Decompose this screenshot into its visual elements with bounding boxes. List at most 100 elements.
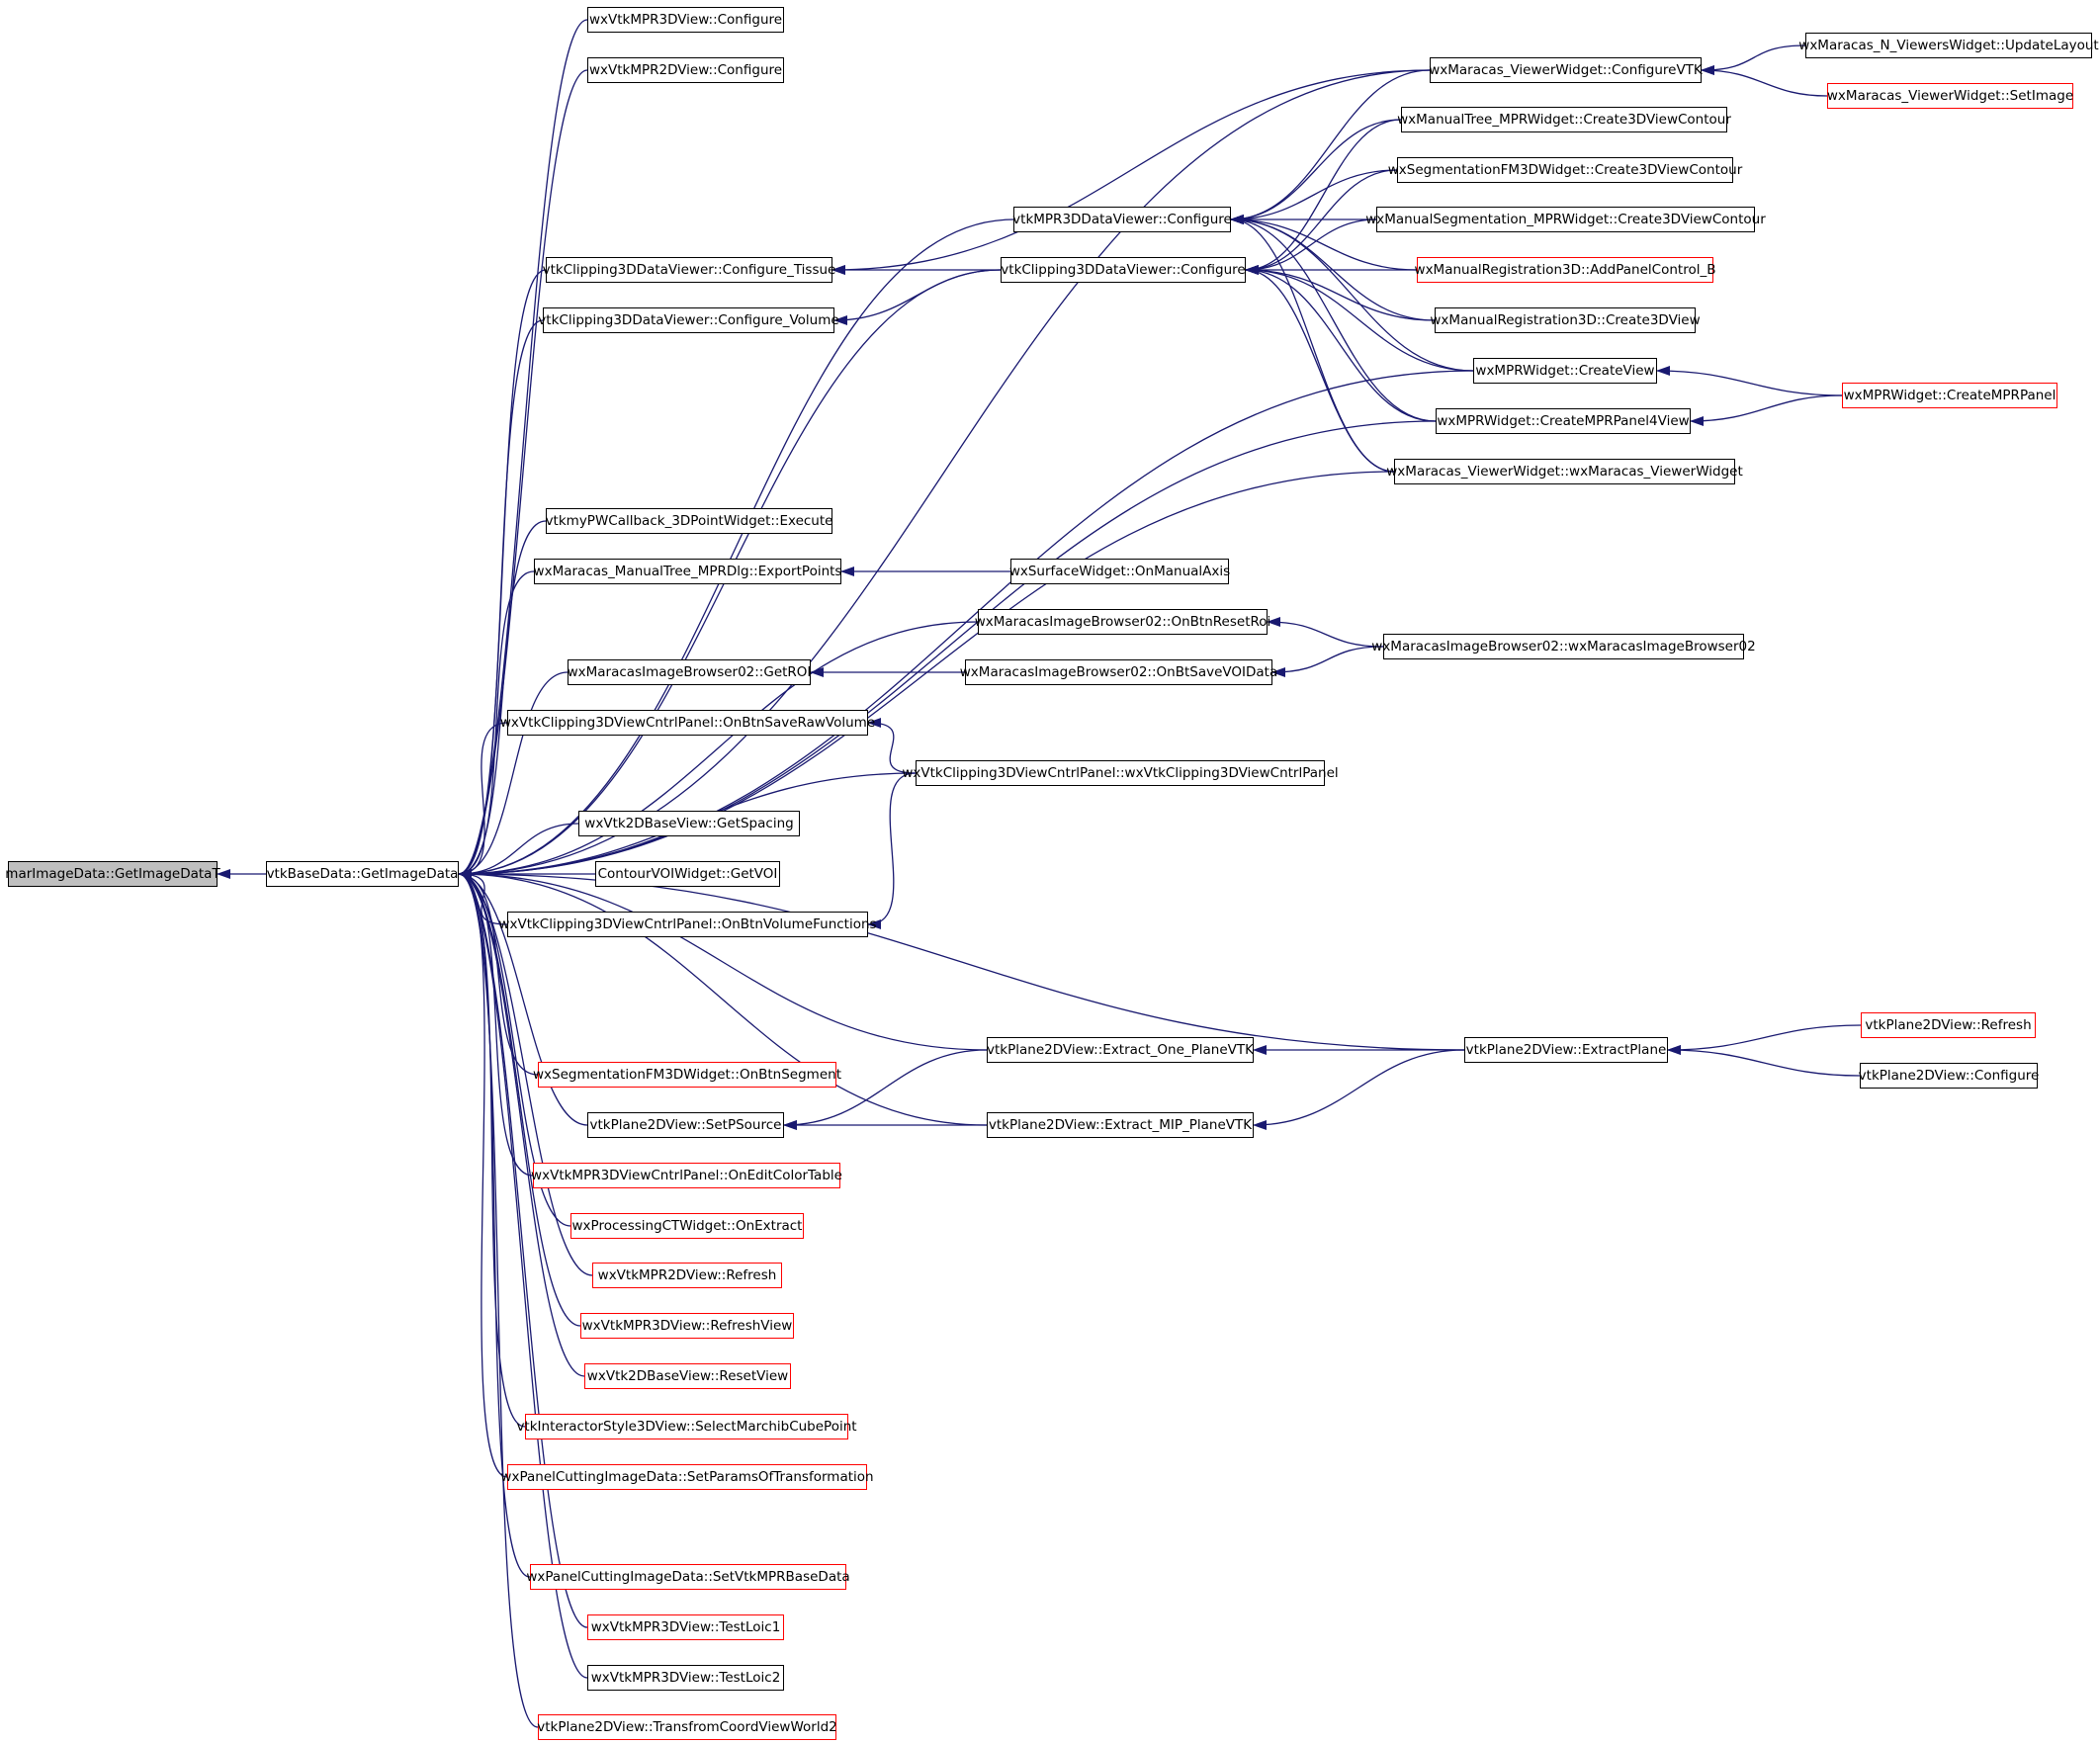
node-label: vtkMPR3DDataViewer::Configure	[1012, 212, 1232, 227]
node-volFuncs[interactable]: wxVtkClipping3DViewCntrlPanel::OnBtnVolu…	[498, 912, 877, 937]
edge-cfgVTK-to-clipTissue	[831, 69, 1431, 275]
node-transfCoord[interactable]: vtkPlane2DView::TransfromCoordViewWorld2	[537, 1714, 837, 1740]
node-viewerCtor[interactable]: wxMaracas_ViewerWidget::wxMaracas_Viewer…	[1386, 459, 1743, 484]
edge-mpr3ddvcfg-to-base	[458, 218, 1014, 879]
node-label: wxManualTree_MPRWidget::Create3DViewCont…	[1397, 112, 1731, 128]
edge-setPSource-to-base	[458, 869, 588, 1126]
node-mpr3dRefresh[interactable]: wxVtkMPR3DView::RefreshView	[580, 1313, 794, 1339]
node-getVOI[interactable]: ContourVOIWidget::GetVOI	[595, 861, 780, 887]
node-label: vtkClipping3DDataViewer::Configure_Tissu…	[542, 262, 836, 278]
node-label: wxMaracas_ViewerWidget::ConfigureVTK	[1429, 62, 1703, 78]
edge-browserCtor-to-onResetRoi	[1267, 617, 1384, 648]
edge-clipPanelCtor-to-volFuncs	[867, 772, 917, 929]
node-onManualAxis[interactable]: wxSurfaceWidget::OnManualAxis	[1009, 559, 1230, 584]
node-setPSource[interactable]: vtkPlane2DView::SetPSource	[587, 1112, 784, 1138]
node-label: wxVtkClipping3DViewCntrlPanel::wxVtkClip…	[902, 765, 1339, 781]
edge-clipVolume-to-base	[458, 319, 544, 879]
node-mprCreateView[interactable]: wxMPRWidget::CreateView	[1473, 358, 1657, 384]
edge-mprPanel-to-mprPanel4	[1690, 394, 1843, 426]
node-planeRefresh[interactable]: vtkPlane2DView::Refresh	[1861, 1012, 2036, 1038]
node-label: wxMaracas_ManualTree_MPRDlg::ExportPoint…	[533, 564, 842, 579]
edge-reg3DView-to-clipCfg	[1245, 265, 1436, 321]
edge-manSegContour-to-clipCfg	[1245, 218, 1377, 275]
edge-browserCtor-to-onSaveVOI	[1271, 646, 1384, 677]
node-extractPlane[interactable]: vtkPlane2DView::ExtractPlane	[1464, 1037, 1668, 1063]
edge-cfgVTK-to-mpr3ddvcfg	[1230, 69, 1431, 224]
edge-mprPanel4-to-base	[458, 420, 1437, 879]
node-onSaveVOI[interactable]: wxMaracasImageBrowser02::OnBtSaveVOIData	[960, 659, 1277, 685]
node-mprPanel[interactable]: wxMPRWidget::CreateMPRPanel	[1842, 383, 2057, 408]
node-extractOne[interactable]: vtkPlane2DView::Extract_One_PlaneVTK	[987, 1037, 1254, 1063]
node-mpr2dRefresh[interactable]: wxVtkMPR2DView::Refresh	[592, 1263, 782, 1288]
edge-onResetRoi-to-base	[458, 621, 979, 879]
edge-getSpacing-to-base	[458, 823, 579, 879]
edge-transfCoord-to-base	[458, 869, 539, 1728]
node-manSegContour[interactable]: wxManualSegmentation_MPRWidget::Create3D…	[1365, 207, 1766, 232]
node-mpr3dcfg[interactable]: wxVtkMPR3DView::Configure	[587, 7, 784, 33]
node-root[interactable]: marImageData::GetImageDataT	[5, 861, 220, 887]
node-fmSegment[interactable]: wxSegmentationFM3DWidget::OnBtnSegment	[533, 1062, 841, 1088]
node-label: wxVtkClipping3DViewCntrlPanel::OnBtnSave…	[499, 715, 876, 731]
edge-planeRefresh-to-extractPlane	[1667, 1024, 1862, 1055]
node-resetView[interactable]: wxVtk2DBaseView::ResetView	[584, 1363, 791, 1389]
edge-mpr3dcfg-to-base	[458, 19, 588, 879]
node-clipTissue[interactable]: vtkClipping3DDataViewer::Configure_Tissu…	[543, 257, 835, 283]
node-label: wxVtkClipping3DViewCntrlPanel::OnBtnVolu…	[498, 916, 877, 932]
edge-mprPanel4-to-clipCfg	[1245, 265, 1437, 422]
edge-mprPanel4-to-mpr3ddvcfg	[1230, 215, 1437, 422]
node-setImage[interactable]: wxMaracas_ViewerWidget::SetImage	[1827, 83, 2073, 109]
node-label: wxVtkMPR3DView::RefreshView	[581, 1318, 793, 1334]
node-label: wxPanelCuttingImageData::SetParamsOfTran…	[500, 1469, 874, 1485]
node-label: wxMaracas_ViewerWidget::SetImage	[1826, 88, 2074, 104]
node-label: wxMPRWidget::CreateMPRPanel	[1843, 388, 2056, 403]
node-fmContour[interactable]: wxSegmentationFM3DWidget::Create3DViewCo…	[1388, 157, 1742, 183]
node-onExtract[interactable]: wxProcessingCTWidget::OnExtract	[570, 1213, 804, 1239]
node-mpr3ddvcfg[interactable]: vtkMPR3DDataViewer::Configure	[1012, 207, 1232, 232]
node-planeCfg[interactable]: vtkPlane2DView::Configure	[1859, 1063, 2039, 1089]
edge-extractOne-to-base	[458, 869, 988, 1051]
node-clipVolume[interactable]: vtkClipping3DDataViewer::Configure_Volum…	[538, 307, 839, 333]
node-onResetRoi[interactable]: wxMaracasImageBrowser02::OnBtnResetRoi	[975, 609, 1270, 635]
node-label: wxProcessingCTWidget::OnExtract	[571, 1218, 803, 1234]
node-label: wxPanelCuttingImageData::SetVtkMPRBaseDa…	[526, 1569, 850, 1585]
node-mprPanel4[interactable]: wxMPRWidget::CreateMPRPanel4View	[1436, 408, 1691, 434]
node-label: wxMPRWidget::CreateView	[1475, 363, 1655, 379]
node-browserCtor[interactable]: wxMaracasImageBrowser02::wxMaracasImageB…	[1371, 634, 1756, 659]
node-setMPRBase[interactable]: wxPanelCuttingImageData::SetVtkMPRBaseDa…	[526, 1564, 850, 1590]
node-cfgVTK[interactable]: wxMaracas_ViewerWidget::ConfigureVTK	[1429, 57, 1703, 83]
edge-mpr3dRefresh-to-base	[458, 869, 581, 1327]
node-reg3DView[interactable]: wxManualRegistration3D::Create3DView	[1430, 307, 1701, 333]
node-testLoic2[interactable]: wxVtkMPR3DView::TestLoic2	[587, 1665, 784, 1691]
node-getROI[interactable]: wxMaracasImageBrowser02::GetROI	[568, 659, 811, 685]
node-label: wxVtkMPR3DViewCntrlPanel::OnEditColorTab…	[531, 1168, 842, 1183]
node-clipPanelCtor[interactable]: wxVtkClipping3DViewCntrlPanel::wxVtkClip…	[902, 760, 1339, 786]
node-label: wxMaracasImageBrowser02::GetROI	[567, 664, 812, 680]
node-exportPoints[interactable]: wxMaracas_ManualTree_MPRDlg::ExportPoint…	[534, 559, 841, 584]
edge-clipPanelCtor-to-saveRaw	[867, 718, 917, 774]
edge-mpr2dRefresh-to-base	[458, 869, 593, 1276]
node-saveRaw[interactable]: wxVtkClipping3DViewCntrlPanel::OnBtnSave…	[500, 710, 875, 736]
edge-fmContour-to-clipCfg	[1245, 169, 1398, 275]
node-label: vtkPlane2DView::ExtractPlane	[1465, 1042, 1667, 1058]
node-treeContour[interactable]: wxManualTree_MPRWidget::Create3DViewCont…	[1397, 107, 1731, 132]
node-paramsTransf[interactable]: wxPanelCuttingImageData::SetParamsOfTran…	[500, 1464, 874, 1490]
node-label: wxVtkMPR3DView::TestLoic1	[590, 1619, 781, 1635]
node-extractMIP[interactable]: vtkPlane2DView::Extract_MIP_PlaneVTK	[987, 1112, 1254, 1138]
node-testLoic1[interactable]: wxVtkMPR3DView::TestLoic1	[587, 1614, 784, 1640]
node-label: wxVtkMPR3DView::TestLoic2	[590, 1670, 781, 1686]
node-clipCfg[interactable]: vtkClipping3DDataViewer::Configure	[1001, 257, 1246, 283]
node-label: wxMaracasImageBrowser02::wxMaracasImageB…	[1371, 639, 1756, 654]
node-label: wxMPRWidget::CreateMPRPanel4View	[1437, 413, 1690, 429]
node-editColor[interactable]: wxVtkMPR3DViewCntrlPanel::OnEditColorTab…	[531, 1163, 842, 1188]
node-getSpacing[interactable]: wxVtk2DBaseView::GetSpacing	[578, 811, 800, 836]
node-updateLayout[interactable]: wxMaracas_N_ViewersWidget::UpdateLayout	[1798, 33, 2099, 58]
node-marchCube[interactable]: vtkInteractorStyle3DView::SelectMarchibC…	[516, 1414, 857, 1439]
node-pwExecute[interactable]: vtkmyPWCallback_3DPointWidget::Execute	[546, 508, 832, 534]
edge-saveRaw-to-base	[458, 722, 508, 879]
node-mpr2dcfg[interactable]: wxVtkMPR2DView::Configure	[587, 57, 784, 83]
node-addPanelB[interactable]: wxManualRegistration3D::AddPanelControl_…	[1415, 257, 1715, 283]
node-label: vtkPlane2DView::Extract_MIP_PlaneVTK	[988, 1117, 1253, 1133]
node-base[interactable]: vtkBaseData::GetImageData	[266, 861, 459, 887]
